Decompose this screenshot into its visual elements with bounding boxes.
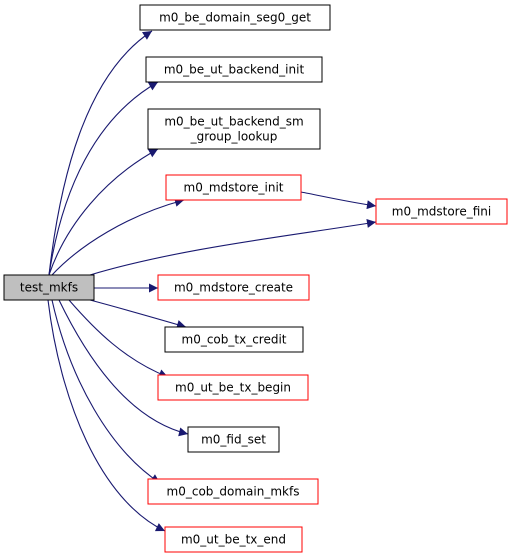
node-box [157,374,309,401]
node-label: m0_mdstore_create [174,281,293,295]
edge-test_mkfs-to-backend_init [48,81,159,276]
node-label: test_mkfs [20,281,78,295]
edge-test_mkfs-to-tx_end [47,299,166,532]
node-label: m0_cob_tx_credit [182,333,287,347]
node-mdstore-fini[interactable]: m0_mdstore_fini [375,198,508,225]
node-tx-begin[interactable]: m0_ut_be_tx_begin [157,374,309,401]
node-box [139,4,331,31]
edge-test_mkfs-to-mdstore_init [51,197,185,276]
edge-test_mkfs-to-tx_credit [89,299,187,329]
node-box [375,198,508,225]
node-backend-init[interactable]: m0_be_ut_backend_init [145,56,323,83]
node-seg0-get[interactable]: m0_be_domain_seg0_get [139,4,331,31]
edge-test_mkfs-to-backend_sm [48,148,159,276]
node-label: m0_cob_domain_mkfs [167,485,300,499]
edge-test_mkfs-to-fid_set [58,299,189,437]
node-label: m0_fid_set [201,433,266,447]
node-label: _group_lookup [190,130,278,144]
node-label: m0_ut_be_tx_begin [175,381,291,395]
node-label: m0_be_ut_backend_sm [164,115,303,129]
node-mdstore-init[interactable]: m0_mdstore_init [165,174,302,201]
node-tx-credit[interactable]: m0_cob_tx_credit [164,326,304,353]
node-box [147,108,321,150]
node-box [164,326,304,353]
node-box [3,274,95,301]
edge-test_mkfs-to-tx_begin [68,299,169,378]
node-box [187,426,280,453]
node-box [145,56,323,83]
node-box [164,526,303,553]
edge-test_mkfs-to-seg0_get [48,30,153,276]
node-label: m0_mdstore_fini [392,205,491,219]
edge-mdstore_init-to-mdstore_fini [300,191,377,210]
node-label: m0_ut_be_tx_end [181,533,286,547]
node-label: m0_mdstore_init [184,181,284,195]
node-fid-set[interactable]: m0_fid_set [187,426,280,453]
node-label: m0_be_domain_seg0_get [159,11,311,25]
node-domain-mkfs[interactable]: m0_cob_domain_mkfs [147,478,319,505]
node-mdstore-create[interactable]: m0_mdstore_create [157,274,310,301]
node-backend-sm[interactable]: m0_be_ut_backend_sm_group_lookup [147,108,321,150]
edges-layer [47,30,377,532]
node-box [157,274,310,301]
node-box [147,478,319,505]
node-box [165,174,302,201]
nodes-layer: test_mkfs m0_be_domain_seg0_get m0_be_ut_b… [3,4,508,553]
node-label: m0_be_ut_backend_init [164,63,305,77]
node-test-mkfs[interactable]: test_mkfs [3,274,95,301]
edge-test_mkfs-to-domain_mkfs [51,299,161,484]
node-tx-end[interactable]: m0_ut_be_tx_end [164,526,303,553]
edge-test_mkfs-to-mdstore_fini [89,219,377,276]
